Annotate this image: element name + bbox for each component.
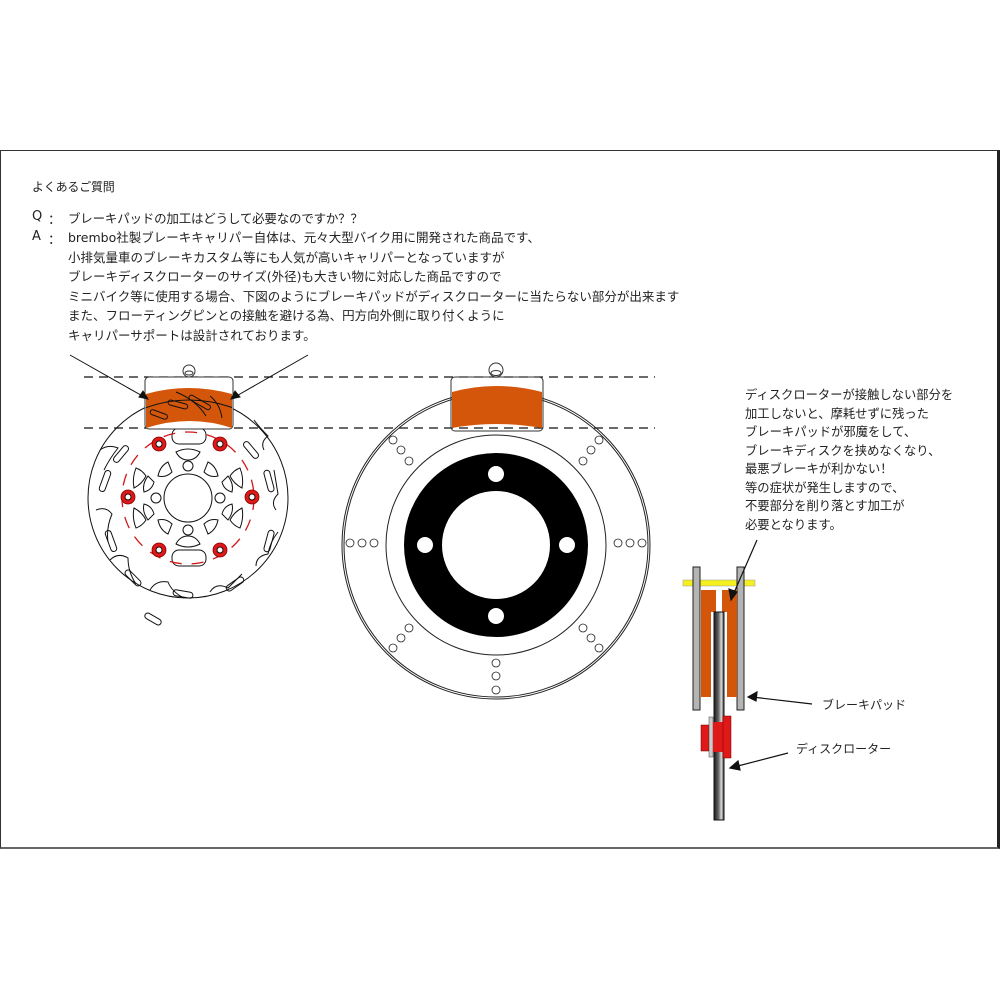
note-line: ブレーキパッドが邪魔をして、 bbox=[745, 425, 917, 439]
diagram-frame bbox=[0, 150, 1000, 849]
faq-title: よくあるご質問 bbox=[32, 180, 115, 194]
answer-line: また、フローティングピンとの接触を避ける為、円方向外側に取り付くように bbox=[68, 308, 505, 323]
left-disc-rotor bbox=[87, 397, 289, 626]
note-line: 最悪ブレーキが利かない！ bbox=[745, 462, 893, 476]
warning-note: ディスクローターが接触しない部分を 加工しないと、摩耗せずに残った ブレーキパッ… bbox=[745, 386, 953, 534]
answer-line: brembo社製ブレーキキャリパー自体は、元々大型バイク用に開発された商品です、 bbox=[68, 230, 540, 245]
answer-colon: ： bbox=[48, 233, 62, 248]
answer-text: brembo社製ブレーキキャリパー自体は、元々大型バイク用に開発された商品です、… bbox=[68, 228, 679, 345]
answer-line: 小排気量車のブレーキカスタム等にも人気が高いキャリパーとなっていますが bbox=[68, 249, 505, 265]
note-line: 必要となります。 bbox=[745, 517, 842, 532]
question-label: Q bbox=[32, 209, 43, 224]
note-line: 等の症状が発生しますので、 bbox=[745, 480, 905, 495]
answer-label: A bbox=[32, 229, 41, 244]
center-hub bbox=[404, 453, 588, 637]
note-line: 不要部分を削り落とす加工が bbox=[745, 499, 905, 513]
center-brake-pad bbox=[450, 362, 544, 432]
note-line: ブレーキディスクを挟めなくなり、 bbox=[745, 443, 941, 458]
note-line: ディスクローターが接触しない部分を bbox=[745, 388, 954, 402]
caliper-cross-section bbox=[682, 566, 756, 821]
floating-pins bbox=[120, 436, 260, 558]
note-line: 加工しないと、摩耗せずに残った bbox=[745, 406, 929, 421]
question-text: ブレーキパッドの加工はどうして必要なのですか？？ bbox=[68, 211, 363, 226]
pad-edge-arrows bbox=[69, 354, 309, 400]
answer-line: キャリパーサポートは設計されております。 bbox=[68, 327, 316, 343]
disc-rotor-callout: ディスクローター bbox=[796, 742, 892, 756]
center-disc-holes bbox=[345, 435, 647, 695]
answer-line: ミニバイク等に使用する場合、下図のようにブレーキパッドがディスクローターに当たら… bbox=[68, 288, 680, 304]
callout-arrows bbox=[728, 539, 813, 771]
brake-pad-callout: ブレーキパッド bbox=[822, 698, 907, 712]
left-brake-pad bbox=[144, 364, 234, 430]
question-colon: ： bbox=[48, 213, 62, 228]
answer-line: ブレーキディスクローターのサイズ(外径)も大きい物に対応した商品ですので bbox=[68, 269, 502, 284]
